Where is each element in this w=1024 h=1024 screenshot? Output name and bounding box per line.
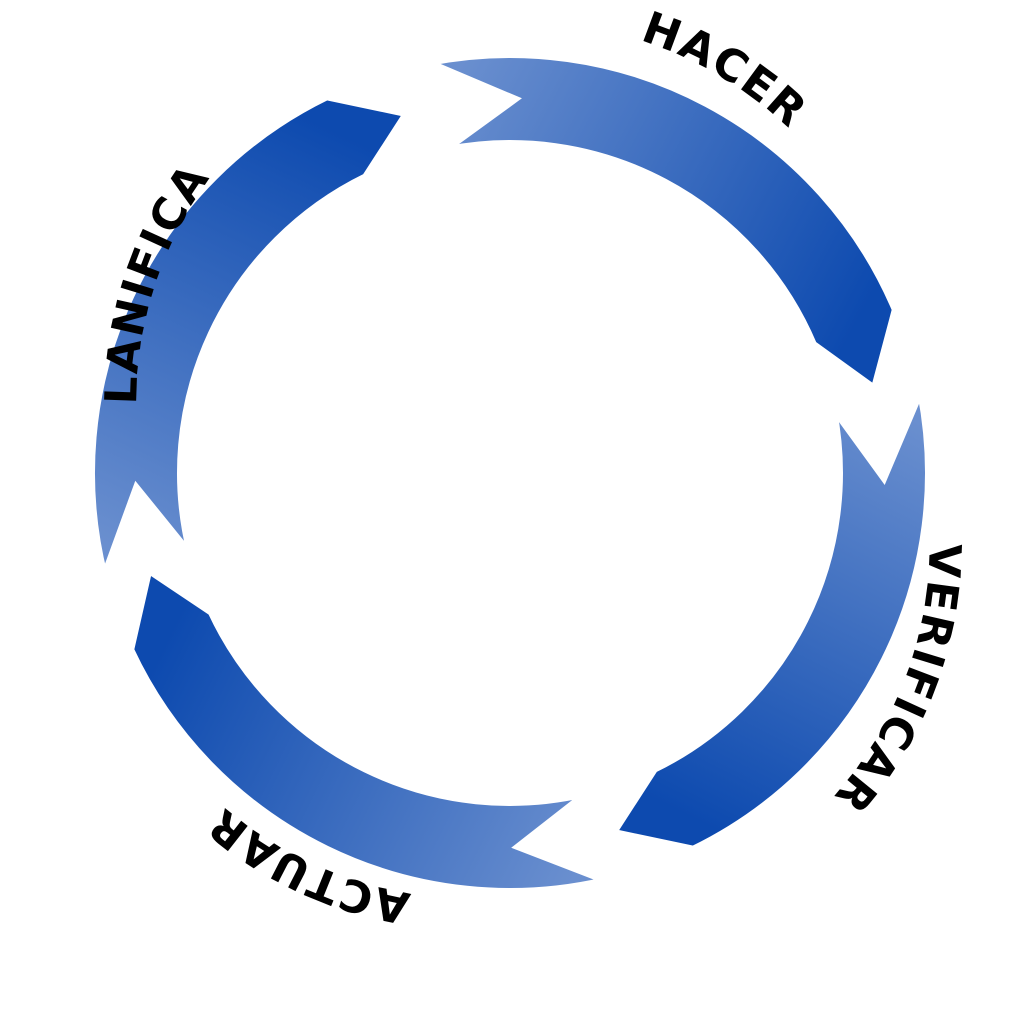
cycle-arrow-check <box>609 382 931 852</box>
cycle-arrow-do <box>419 52 898 393</box>
cycle-arrow-act <box>128 566 615 894</box>
arrows-layer <box>88 52 931 894</box>
cycle-arrow-plan <box>88 94 411 585</box>
